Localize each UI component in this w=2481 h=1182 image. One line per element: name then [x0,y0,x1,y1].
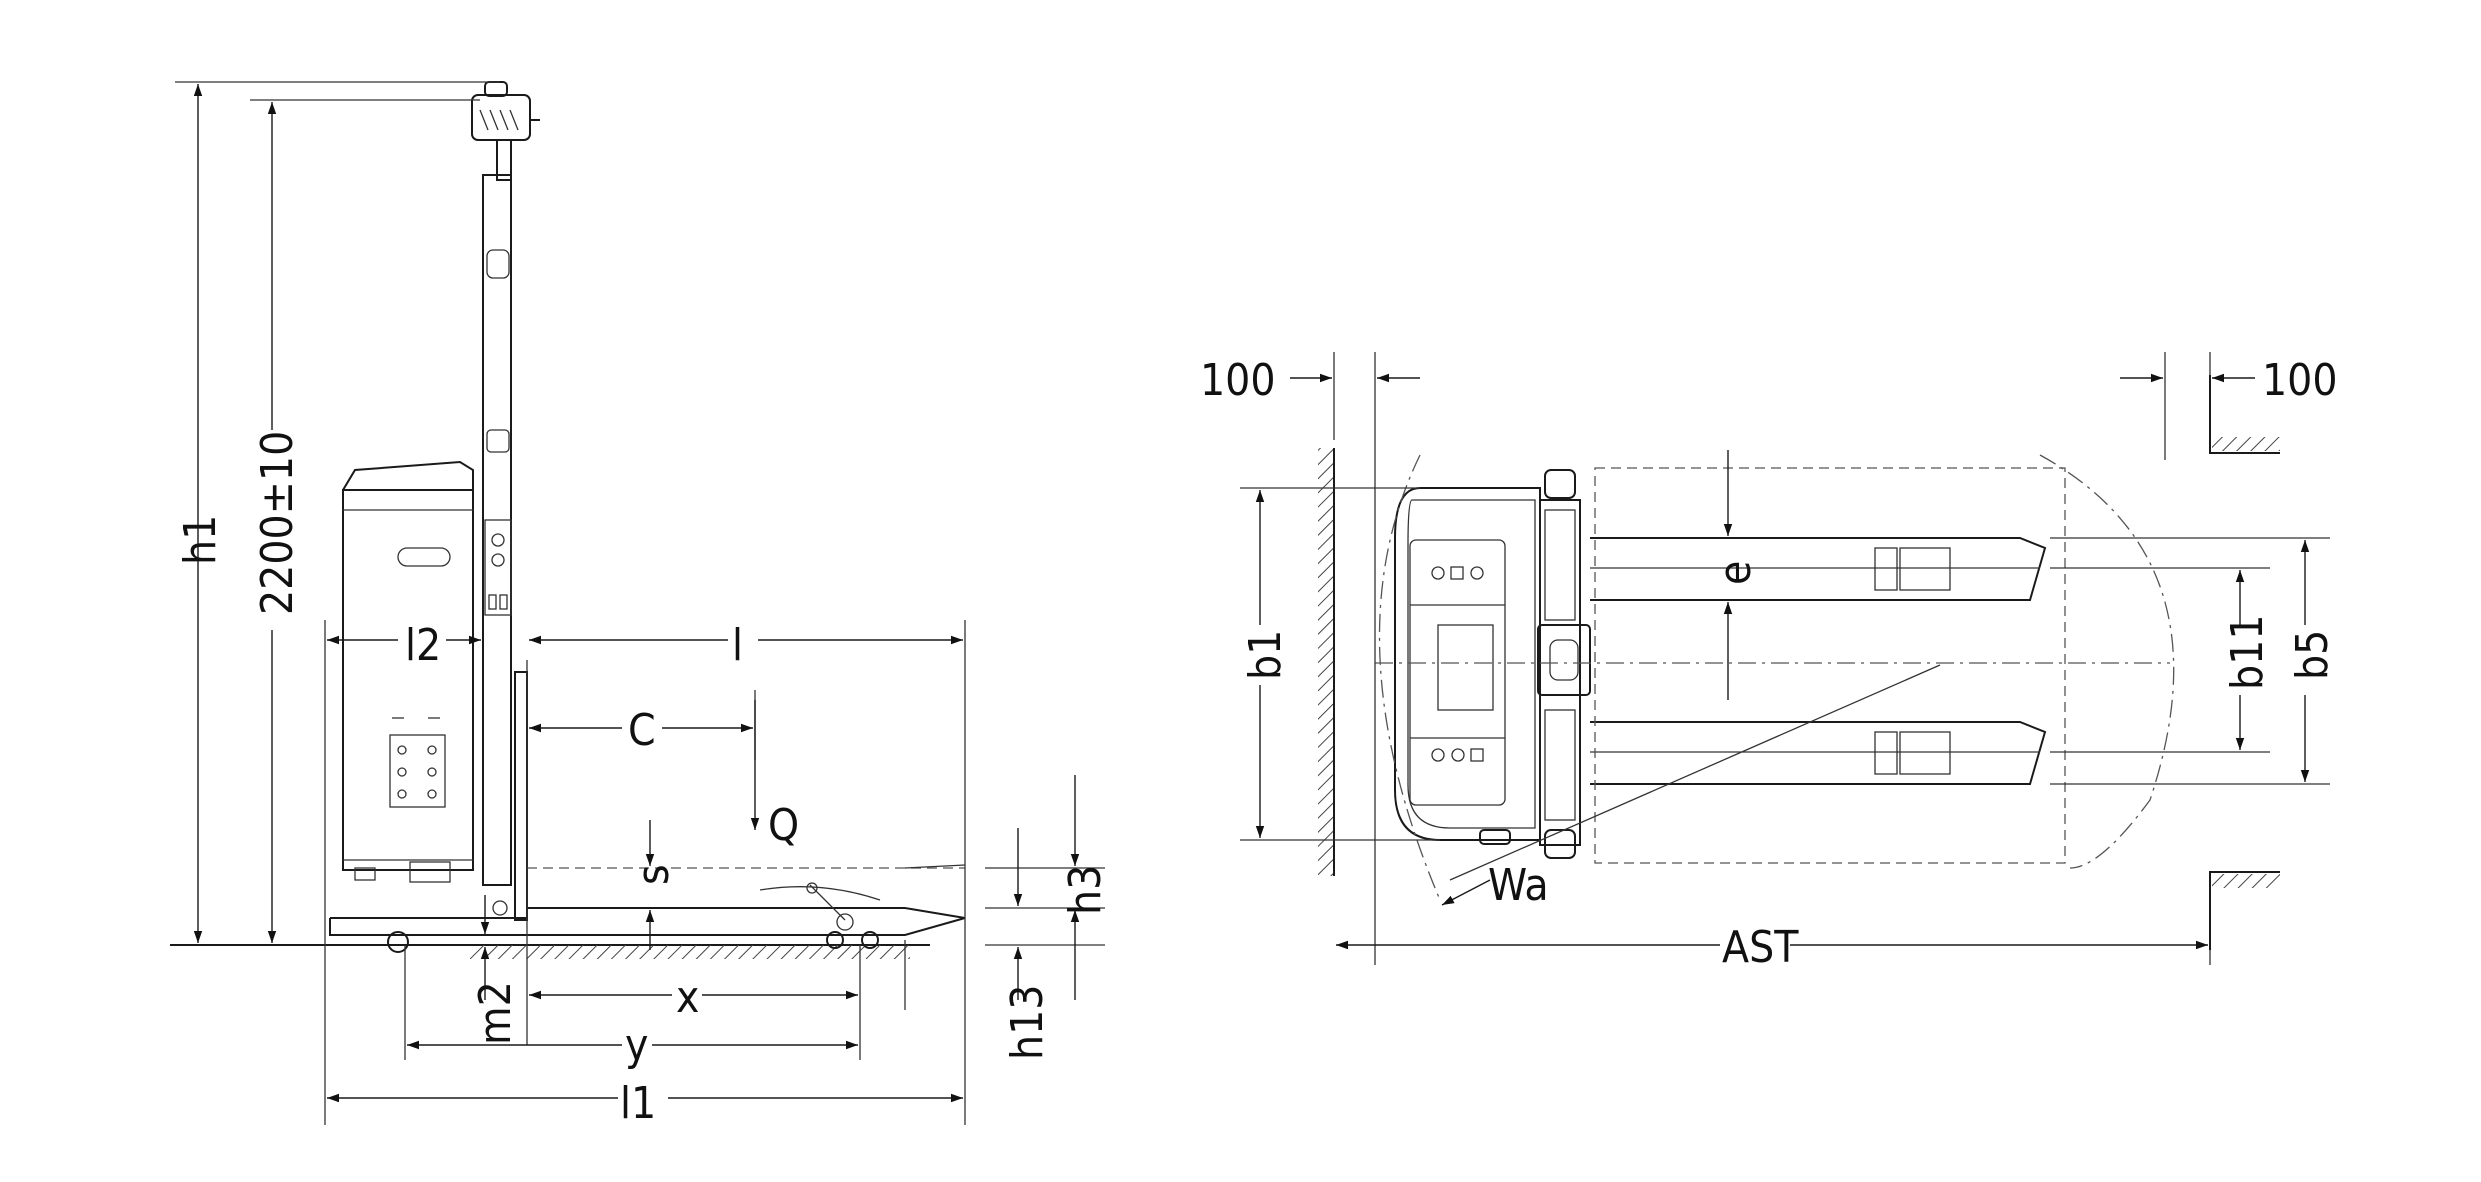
label-b5: b5 [2287,630,2338,680]
label-mast-height: 2200±10 [252,431,303,615]
label-s: s [628,864,679,885]
wall-left [1318,448,1334,876]
label-h3: h3 [1060,865,1111,915]
top-view: 100 100 b1 e b11 b5 Wa AST [1200,352,2338,973]
forks-top [1590,537,2047,785]
label-h13: h13 [1002,985,1053,1060]
label-l1: l1 [620,1078,656,1129]
label-y: y [625,1020,648,1071]
label-x: x [676,972,699,1023]
truck-top [1394,469,1591,859]
label-b1: b1 [1240,630,1291,680]
label-h1: h1 [175,515,226,565]
tiller-mast [471,81,540,886]
truck-body [342,460,474,883]
label-c: C [628,705,656,756]
ground-hatch [470,945,910,959]
label-b11: b11 [2222,615,2273,691]
side-view: h1 2200±10 l2 l C Q s h3 h13 [170,81,1111,1129]
label-100-right: 100 [2262,355,2338,406]
wall-bottom-right [2209,871,2280,950]
label-q: Q [768,800,799,851]
label-m2: m2 [470,981,521,1045]
wall-top-right [2209,375,2280,454]
svg-text:h1: h1 [175,515,226,565]
wa-radius-line [1449,664,1941,881]
label-l: l [732,620,743,671]
pallet-outline [1594,467,2066,864]
label-100-left: 100 [1200,355,1276,406]
label-e: e [1710,561,1761,585]
dim-wa [1441,879,1491,906]
label-wa: Wa [1488,860,1549,911]
swing-arc-right [2039,454,2175,869]
label-l2: l2 [405,620,441,671]
swing-arc-left [1378,454,1441,901]
label-ast: AST [1722,922,1799,973]
